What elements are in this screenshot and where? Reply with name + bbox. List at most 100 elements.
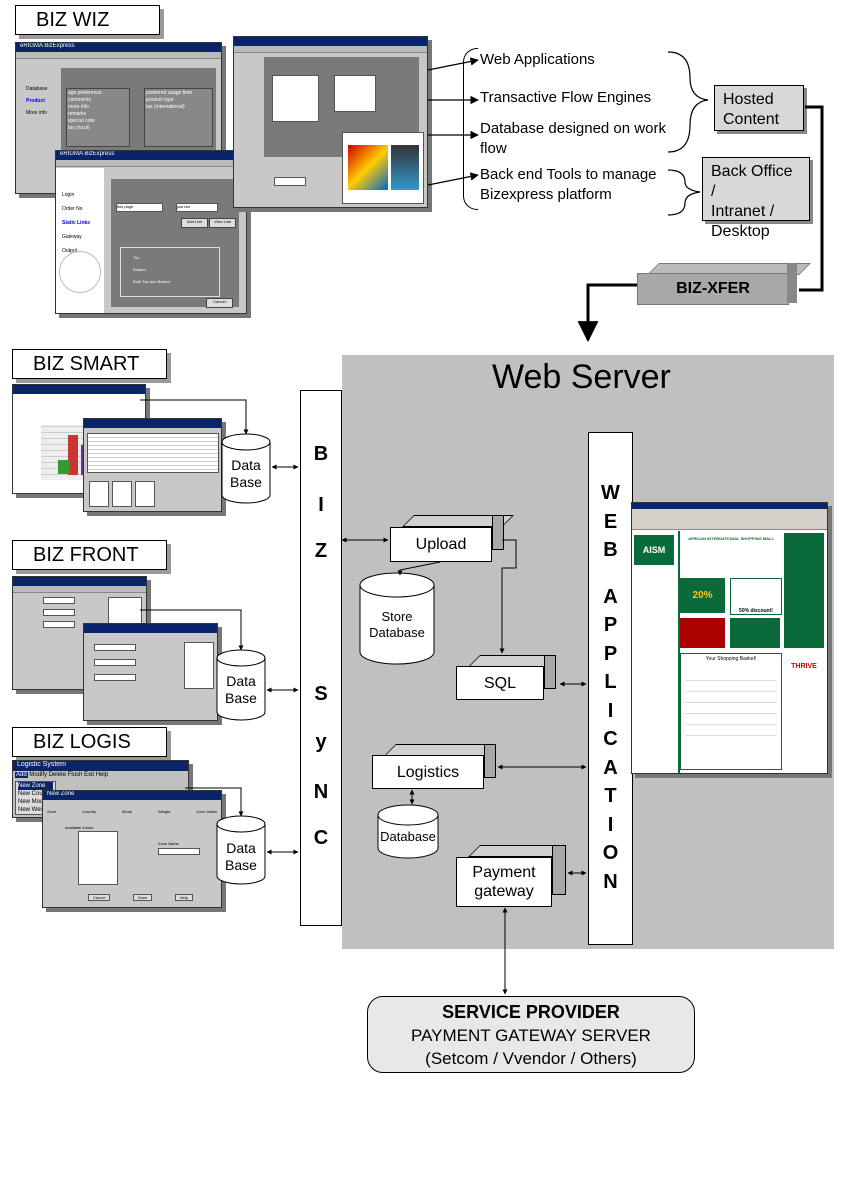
smart-list-2[interactable]: [112, 481, 132, 507]
biz-wiz-screenshot-3: [233, 36, 428, 208]
biz-wiz-screenshot-2: eRIGMA BizExpress Login Order No Static …: [55, 150, 247, 314]
wiz1-list-item[interactable]: preferred usage time: [146, 90, 193, 96]
wiz2-option[interactable]: Top: [133, 255, 140, 260]
wiz2-side-item[interactable]: Order No: [62, 206, 83, 212]
wiz2-side-item[interactable]: Output: [62, 248, 78, 254]
db-label-line1: Data: [226, 673, 256, 689]
logis-help-button[interactable]: Help: [174, 894, 193, 901]
logis-dropdown-item[interactable]: New Zone: [18, 782, 53, 790]
logis-dropdown-item[interactable]: New Mode: [18, 799, 47, 805]
web-app-letter: N: [603, 871, 618, 893]
logis-menu-item[interactable]: Flush: [67, 772, 83, 778]
wiz1-list-item[interactable]: special note: [68, 118, 95, 124]
logis-done-button[interactable]: Done: [132, 894, 153, 901]
label-biz-smart: BIZ SMART: [12, 349, 167, 379]
logis-buttons: Cancel Done Help: [88, 894, 193, 901]
wiz1-list-item[interactable]: tax (local): [68, 125, 90, 131]
db-label-front: Data Base: [217, 673, 265, 707]
smart-list-1[interactable]: [89, 481, 109, 507]
wiz2-option[interactable]: Both Top and Bottom: [133, 279, 171, 284]
logis-menu-item[interactable]: Help: [95, 772, 109, 778]
front2-field[interactable]: [94, 674, 136, 681]
wiz2-link-name-field[interactable]: this page: [116, 203, 163, 212]
payment-gateway-box: Payment gateway: [456, 845, 566, 907]
service-provider-line2: PAYMENT GATEWAY SERVER: [411, 1026, 651, 1045]
wiz2-side-item[interactable]: Gateway: [62, 234, 82, 240]
logis-dropdown-item[interactable]: New Weight: [18, 807, 51, 813]
browser-titlebar: [632, 503, 827, 509]
window-titlebar: Logistic System: [13, 761, 188, 771]
web-app-letter: I: [607, 814, 614, 836]
wiz2-target-field[interactable]: just bla: [176, 203, 218, 212]
logis-db-label: Database: [378, 829, 438, 844]
logis-dropdown-item[interactable]: New Country: [18, 791, 53, 797]
wiz2-add-link-button[interactable]: Add Link: [181, 218, 208, 228]
db-label-line1: Data: [231, 457, 261, 473]
front2-field[interactable]: [94, 644, 136, 651]
feature-backend-line1: Back end Tools to manage: [480, 166, 657, 183]
wiz2-side-item[interactable]: Login: [62, 192, 75, 198]
wiz2-side-item[interactable]: Static Links: [62, 220, 91, 226]
wiz2-add-link-label: Add Link: [186, 219, 203, 224]
wiz3-list-a[interactable]: [272, 75, 319, 122]
wiz1-list-item[interactable]: more info: [68, 104, 89, 110]
web-app-letter: T: [604, 785, 617, 807]
cube-front: Logistics: [372, 755, 484, 789]
cube-side: [492, 515, 504, 550]
wiz3-list-b[interactable]: [334, 75, 376, 112]
logis-zone-list[interactable]: [78, 831, 118, 885]
db-label-logis: Data Base: [217, 840, 265, 874]
wiz2-option[interactable]: Bottom: [133, 267, 146, 272]
backoffice-line1: Back Office /: [711, 163, 793, 200]
front-field-1[interactable]: [43, 597, 75, 604]
front2-field[interactable]: [94, 659, 136, 666]
mall-thrive-text: THRIVE: [791, 663, 817, 670]
store-db-line2: Database: [369, 625, 425, 640]
db-label-line2: Base: [225, 857, 257, 873]
logis-menu-item[interactable]: Add: [15, 772, 28, 778]
smart-table[interactable]: [87, 433, 219, 473]
wiz1-list-item[interactable]: remarks: [68, 111, 87, 117]
wiz2-cancel-label: Cancel: [213, 299, 226, 304]
smart-list-3[interactable]: [135, 481, 155, 507]
logis-menu-item[interactable]: Delete: [48, 772, 67, 778]
wiz1-list-item[interactable]: age preference: [68, 90, 102, 96]
mall-promo-1-text: 20%: [692, 590, 713, 601]
front-field-3[interactable]: [43, 621, 75, 628]
wiz1-left-list[interactable]: age preference comments more info remark…: [66, 88, 130, 147]
mall-promo-4: [730, 618, 780, 648]
mall-promo-3: [680, 618, 725, 648]
sql-label: SQL: [483, 674, 516, 692]
cube-front: Payment gateway: [456, 857, 552, 907]
wiz1-right-list[interactable]: preferred usage time product type tax (i…: [144, 88, 213, 147]
wiz3-preview-image-2: [391, 145, 419, 190]
wiz1-side-item[interactable]: Database: [26, 86, 48, 92]
web-app-letter: I: [607, 700, 614, 722]
biz-sync-letter: N: [313, 781, 329, 803]
web-app-letter: A: [603, 586, 618, 608]
wiz2-cancel-button[interactable]: Cancel: [206, 298, 233, 308]
logis-menu-item[interactable]: Modify: [29, 772, 48, 778]
window-titlebar: eRIGMA BizExpress: [16, 43, 221, 52]
sql-box: SQL: [456, 655, 556, 700]
wiz1-list-item[interactable]: tax (international): [146, 104, 185, 110]
wiz1-list-item[interactable]: comments: [68, 97, 92, 103]
logis-zone-name-input[interactable]: [158, 848, 200, 855]
wiz1-side-item[interactable]: Product: [26, 98, 45, 104]
wiz2-view-link-button[interactable]: View Link: [209, 218, 236, 228]
front-field-2[interactable]: [43, 609, 75, 616]
wiz1-list-item[interactable]: product type: [146, 97, 174, 103]
wiz2-content-panel: [111, 179, 239, 307]
web-server-title: Web Server: [492, 358, 671, 397]
label-biz-smart-text: BIZ SMART: [33, 352, 140, 375]
window-menubar: [13, 586, 146, 593]
web-app-letter: A: [603, 757, 618, 779]
wiz3-field[interactable]: [274, 177, 306, 186]
feature-backend-line2: Bizexpress platform: [480, 186, 612, 203]
wiz1-side-item[interactable]: More info: [26, 110, 47, 116]
logis-cancel-button[interactable]: Cancel: [88, 894, 111, 901]
feature-database-line2: flow: [480, 140, 507, 157]
logistics-label: Logistics: [396, 763, 460, 781]
logis-menu-item[interactable]: Exit: [84, 772, 95, 778]
logis-avail-label: Available Zones: [65, 825, 93, 830]
